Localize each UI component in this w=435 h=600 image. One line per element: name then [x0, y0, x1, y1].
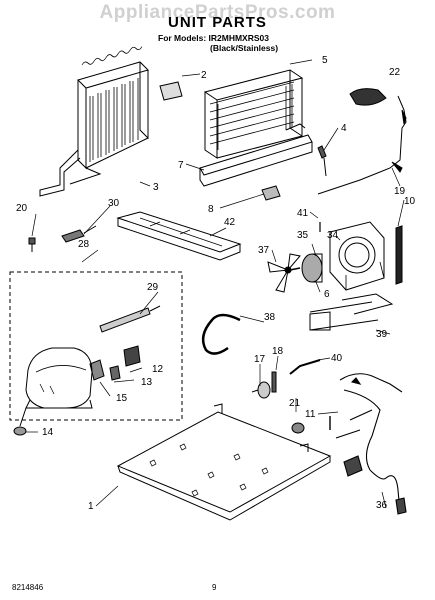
damper-cap — [349, 88, 387, 106]
callout-5: 5 — [322, 55, 328, 66]
evap-clip — [261, 185, 281, 201]
relay-cover — [89, 359, 105, 381]
compressor-group-box — [9, 271, 183, 421]
page-number: 9 — [212, 583, 217, 592]
callout-15: 15 — [116, 393, 128, 404]
callout-35: 35 — [297, 230, 309, 241]
callout-42: 42 — [224, 217, 236, 228]
callout-4: 4 — [341, 123, 347, 134]
model-info: For Models: IR2MHMXRS03 (Black/Stainless… — [158, 33, 278, 53]
overload — [109, 365, 121, 381]
fan-motor — [289, 253, 323, 283]
callout-12: 12 — [152, 364, 164, 375]
defrost-wire — [317, 95, 407, 195]
callout-34: 34 — [327, 230, 339, 241]
condenser-coil — [39, 46, 149, 197]
callout-20: 20 — [16, 203, 28, 214]
mounting-screw — [28, 237, 36, 252]
document-number: 8214846 — [12, 583, 44, 592]
callout-19: 19 — [394, 186, 406, 197]
thermistor — [317, 145, 327, 177]
model-number: For Models: IR2MHMXRS03 — [158, 33, 269, 43]
callout-38: 38 — [264, 312, 276, 323]
callout-37: 37 — [258, 245, 270, 256]
callout-28: 28 — [78, 239, 90, 250]
callout-7: 7 — [178, 160, 184, 171]
fitting-18 — [271, 371, 277, 393]
gasket-strip — [395, 225, 403, 285]
callout-11: 11 — [305, 409, 316, 420]
compressor-grommet — [13, 426, 27, 436]
callout-22: 22 — [389, 67, 401, 78]
drain-hose — [201, 313, 241, 355]
diagram-title: UNIT PARTS — [168, 14, 267, 31]
callout-21: 21 — [289, 398, 301, 409]
leader-lines — [26, 59, 405, 509]
callout-1: 1 — [88, 501, 94, 512]
callout-17: 17 — [254, 354, 266, 365]
base-pan — [116, 403, 332, 521]
drain-tray — [116, 211, 242, 261]
start-relay — [123, 345, 141, 367]
callout-8: 8 — [208, 204, 214, 215]
hex-nut — [291, 422, 305, 434]
callout-14: 14 — [42, 427, 54, 438]
callout-2: 2 — [201, 70, 207, 81]
model-color: (Black/Stainless) — [210, 43, 279, 53]
callout-18: 18 — [272, 346, 284, 357]
cover-pad — [159, 81, 183, 101]
callout-29: 29 — [147, 282, 159, 293]
callout-36: 36 — [376, 500, 388, 511]
callout-30: 30 — [108, 198, 120, 209]
compressor — [19, 347, 93, 427]
filter-drier — [99, 305, 161, 333]
fitting-17 — [251, 381, 271, 399]
valve-tube — [289, 359, 321, 375]
condenser-wire-rack — [309, 293, 394, 331]
callout-10: 10 — [404, 196, 416, 207]
callout-labels: 2 3 4 5 7 8 22 19 10 20 30 42 41 35 34 3… — [16, 55, 416, 512]
fan-blade — [267, 253, 301, 293]
callout-6: 6 — [324, 289, 330, 300]
fan-shroud — [329, 221, 385, 291]
evaporator — [199, 69, 313, 187]
callout-39: 39 — [376, 329, 388, 340]
callout-40: 40 — [331, 353, 343, 364]
watermark: AppliancePartsPros.com — [99, 2, 336, 23]
wiring-harness — [335, 373, 407, 515]
callout-13: 13 — [141, 377, 153, 388]
callout-3: 3 — [153, 182, 159, 193]
callout-41: 41 — [297, 208, 309, 219]
